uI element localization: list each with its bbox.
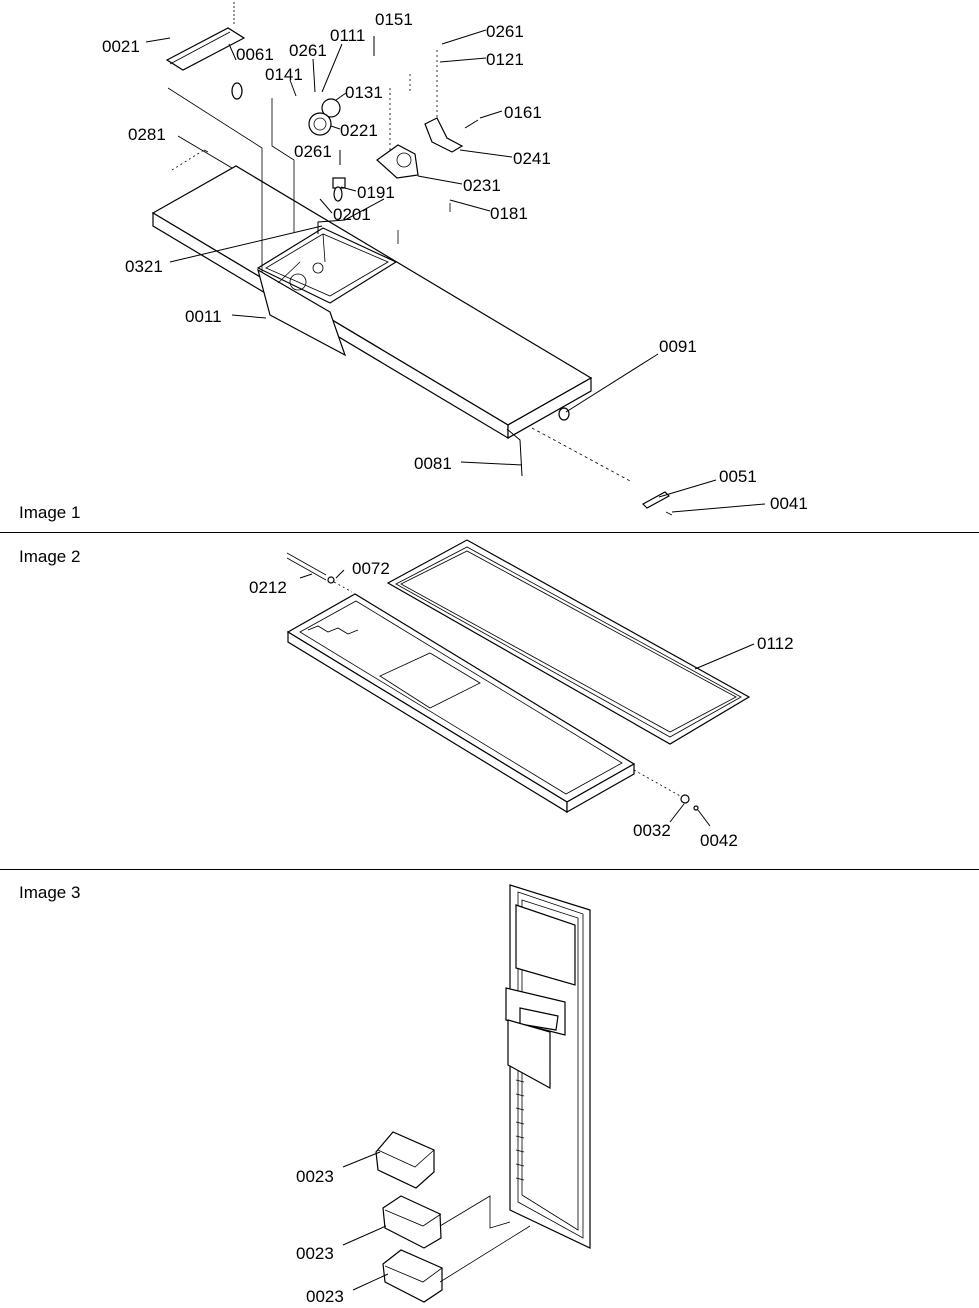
callout-label: 0121 [486,50,524,69]
section-title-3: Image 3 [19,883,81,902]
callout-label: 0191 [357,183,395,202]
callout-label: 0111 [330,26,365,45]
callout-label: 0032 [633,821,671,840]
tray-frame-part [286,593,636,814]
leader-lines [145,29,766,513]
callout-label: 0081 [414,454,452,473]
callout-label: 0281 [128,125,166,144]
section-title-1: Image 1 [19,503,81,522]
callout-label: 0112 [757,634,794,653]
callout-label: 0231 [463,176,501,195]
gear-0221 [308,112,332,136]
callout-label: 0201 [333,205,371,224]
plug-0091 [558,407,570,421]
motor-0131 [321,98,341,118]
image-2-drawing: 0212 0072 0112 0032 0042 [249,539,794,850]
shelf-rail-marks [515,1079,525,1181]
callout-label: 0161 [504,103,542,122]
callout-label: 0042 [700,831,738,850]
door-bin-3 [382,1249,443,1303]
callouts-image-1: 0021 0061 0261 0111 0151 0141 0131 0221 … [102,10,808,513]
bracket-0241 [424,117,464,153]
section-title-2: Image 2 [19,547,81,566]
door-bin-1 [375,1131,435,1189]
housing-0231 [376,144,419,179]
section-divider [0,869,979,870]
callout-label: 0072 [352,559,390,578]
hinge-0051 [642,491,670,509]
callout-label: 0061 [236,45,274,64]
leader-lines [342,1151,531,1291]
callouts-image-3: 0023 0023 0023 [296,1167,344,1306]
image-1-drawing: 0021 0061 0261 0111 0151 0141 0131 0221 … [102,2,808,516]
callout-label: 0023 [296,1167,334,1186]
callout-label: 0023 [306,1287,344,1306]
callout-label: 0221 [340,121,378,140]
callout-label: 0023 [296,1244,334,1263]
valve-0191 [332,177,346,202]
callout-label: 0241 [513,149,551,168]
callout-label: 0261 [294,142,332,161]
top-panel-part [151,165,593,440]
screws [171,2,673,516]
callout-label: 0011 [185,307,222,326]
callout-label: 0212 [249,578,287,597]
bracket-0021 [165,27,246,71]
door-liner-part [505,884,591,1249]
spring-0161 [464,119,479,129]
door-bin-2 [382,1195,442,1249]
callout-label: 0041 [770,494,808,513]
image-3-drawing: 0023 0023 0023 [296,884,591,1306]
callout-label: 0321 [125,257,163,276]
callout-label: 0141 [265,65,303,84]
wires-0212 [286,552,327,581]
leader-lines [299,569,755,827]
callouts-image-2: 0212 0072 0112 0032 0042 [249,559,794,850]
callout-label: 0261 [289,41,327,60]
screw-0072 [327,576,353,593]
callout-label: 0021 [102,37,140,56]
callout-label: 0051 [719,467,757,486]
section-divider [0,532,979,533]
callout-label: 0261 [486,22,524,41]
gasket-panel-part [386,539,751,745]
callout-label: 0131 [345,83,383,102]
tube-0081 [506,428,523,477]
callout-label: 0151 [375,10,413,29]
hinge-0032 [633,769,699,811]
callout-label: 0181 [490,204,528,223]
callout-label: 0091 [659,337,697,356]
clip-0061 [231,82,243,100]
